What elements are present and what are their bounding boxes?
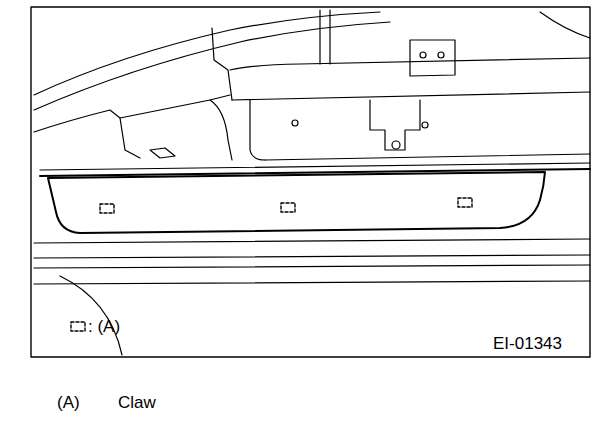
figure-code: EI-01343 <box>493 334 562 354</box>
part-name: Claw <box>118 393 156 413</box>
figure-frame <box>31 7 590 357</box>
claw-symbol <box>71 322 85 331</box>
callout-letter: (A) <box>57 393 80 413</box>
legend-text: : (A) <box>88 317 120 337</box>
